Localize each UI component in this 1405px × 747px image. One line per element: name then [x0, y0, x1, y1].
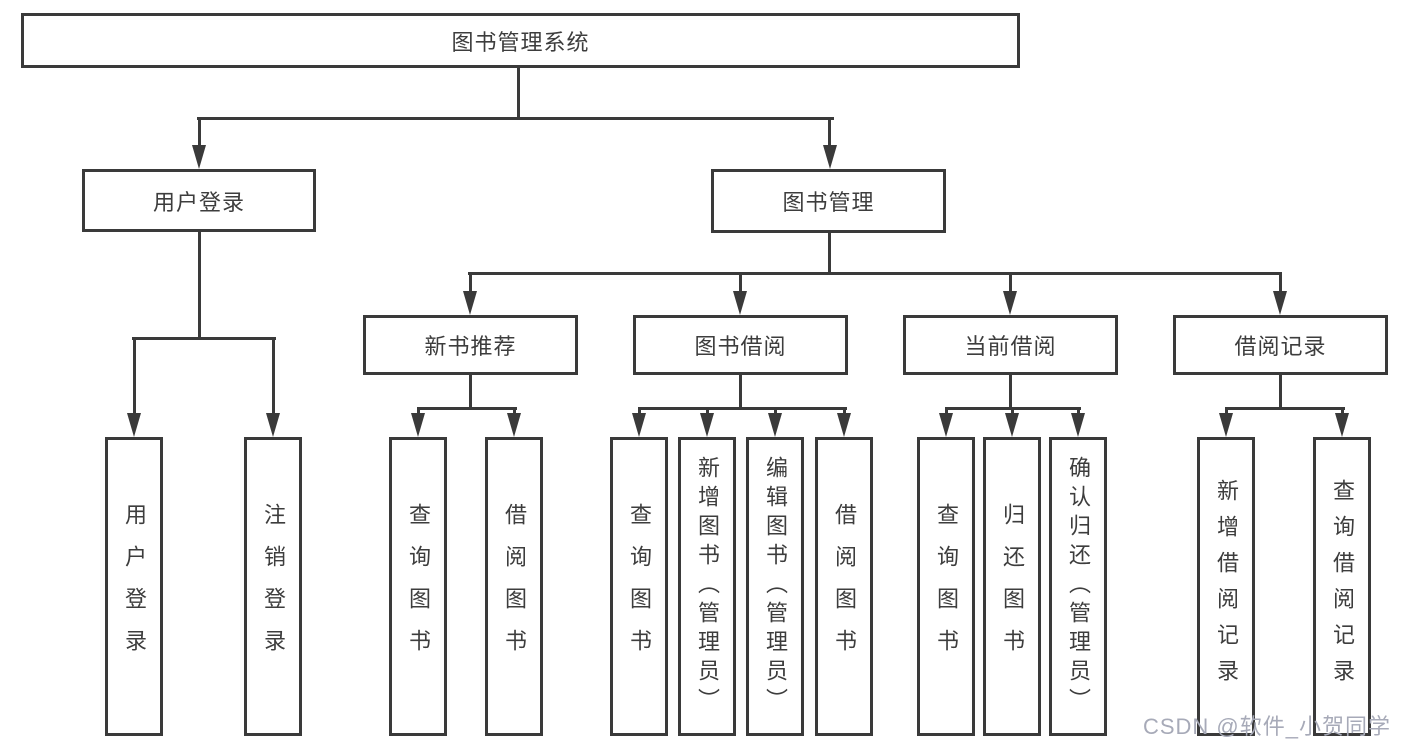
node-borrow-record: 借阅记录 — [1173, 315, 1388, 375]
node-current-borrow: 当前借阅 — [903, 315, 1118, 375]
leaf-bb-query-book: 查询图书 — [610, 437, 668, 736]
leaf-br-query-record-label: 查询借阅记录 — [1330, 478, 1355, 695]
connector-line — [1009, 375, 1012, 409]
leaf-cb-query-book: 查询图书 — [917, 437, 975, 736]
leaf-br-query-record: 查询借阅记录 — [1313, 437, 1371, 736]
connector-line — [739, 274, 742, 294]
leaf-cb-confirm-return-label: 确认归还（管理员） — [1066, 456, 1091, 717]
node-book-borrow-label: 图书借阅 — [694, 334, 787, 359]
arrowhead-icon — [1071, 413, 1085, 437]
node-book-management-label: 图书管理 — [782, 190, 875, 215]
arrowhead-icon — [463, 291, 477, 315]
arrowhead-icon — [1273, 291, 1287, 315]
leaf-cb-return-book-label: 归还图书 — [1000, 502, 1025, 671]
connector-line — [1009, 274, 1012, 294]
connector-line — [132, 337, 276, 340]
node-user-login: 用户登录 — [82, 169, 316, 232]
leaf-bb-borrow-book-label: 借阅图书 — [832, 502, 857, 671]
connector-line — [417, 407, 517, 410]
arrowhead-icon — [632, 413, 646, 437]
connector-line — [417, 409, 420, 415]
arrowhead-icon — [127, 413, 141, 437]
node-book-management: 图书管理 — [711, 169, 946, 233]
connector-line — [198, 232, 201, 339]
leaf-br-add-record: 新增借阅记录 — [1197, 437, 1255, 736]
connector-line — [1225, 409, 1228, 415]
connector-line — [469, 274, 472, 294]
arrowhead-icon — [192, 145, 206, 169]
leaf-nb-borrow-book-label: 借阅图书 — [502, 502, 527, 671]
connector-line — [133, 339, 136, 415]
leaf-cb-confirm-return: 确认归还（管理员） — [1049, 437, 1107, 736]
leaf-br-add-record-label: 新增借阅记录 — [1214, 478, 1239, 695]
connector-line — [1225, 407, 1345, 410]
node-root: 图书管理系统 — [21, 13, 1020, 68]
connector-line — [774, 409, 777, 415]
csdn-watermark: CSDN @软件_小贺同学 — [1142, 714, 1391, 739]
arrowhead-icon — [733, 291, 747, 315]
leaf-logout-label: 注销登录 — [261, 502, 286, 671]
arrowhead-icon — [768, 413, 782, 437]
leaf-bb-add-book: 新增图书（管理员） — [678, 437, 736, 736]
leaf-nb-query-book-label: 查询图书 — [406, 502, 431, 671]
connector-line — [706, 409, 709, 415]
connector-line — [945, 407, 1081, 410]
leaf-bb-edit-book: 编辑图书（管理员） — [746, 437, 804, 736]
connector-line — [517, 68, 520, 119]
leaf-bb-add-book-label: 新增图书（管理员） — [695, 456, 720, 717]
arrowhead-icon — [939, 413, 953, 437]
connector-line — [197, 117, 834, 120]
connector-line — [828, 233, 831, 274]
leaf-user-login-label: 用户登录 — [122, 502, 147, 671]
node-user-login-label: 用户登录 — [152, 189, 245, 215]
connector-line — [638, 409, 641, 415]
node-book-borrow: 图书借阅 — [633, 315, 848, 375]
leaf-cb-query-book-label: 查询图书 — [934, 502, 959, 671]
node-current-borrow-label: 当前借阅 — [964, 334, 1057, 359]
arrowhead-icon — [411, 413, 425, 437]
leaf-cb-return-book: 归还图书 — [983, 437, 1041, 736]
leaf-nb-borrow-book: 借阅图书 — [485, 437, 543, 736]
node-borrow-record-label: 借阅记录 — [1234, 334, 1327, 359]
arrowhead-icon — [266, 413, 280, 437]
node-new-book-recommend-label: 新书推荐 — [424, 334, 517, 359]
connector-line — [1011, 409, 1014, 415]
leaf-bb-query-book-label: 查询图书 — [627, 502, 652, 671]
arrowhead-icon — [700, 413, 714, 437]
leaf-bb-edit-book-label: 编辑图书（管理员） — [763, 456, 788, 717]
connector-line — [1279, 375, 1282, 409]
leaf-bb-borrow-book: 借阅图书 — [815, 437, 873, 736]
leaf-logout: 注销登录 — [244, 437, 302, 736]
connector-line — [945, 409, 948, 415]
connector-line — [843, 409, 846, 415]
leaf-nb-query-book: 查询图书 — [389, 437, 447, 736]
connector-line — [638, 407, 847, 410]
arrowhead-icon — [823, 145, 837, 169]
node-new-book-recommend: 新书推荐 — [363, 315, 578, 375]
connector-line — [469, 375, 472, 409]
connector-line — [468, 272, 1282, 275]
arrowhead-icon — [507, 413, 521, 437]
leaf-user-login: 用户登录 — [105, 437, 163, 736]
connector-line — [1279, 274, 1282, 294]
connector-line — [513, 409, 516, 415]
connector-line — [198, 119, 201, 147]
connector-line — [828, 119, 831, 147]
arrowhead-icon — [1219, 413, 1233, 437]
connector-line — [739, 375, 742, 409]
arrowhead-icon — [1335, 413, 1349, 437]
node-root-label: 图书管理系统 — [451, 29, 590, 55]
arrowhead-icon — [837, 413, 851, 437]
connector-line — [272, 339, 275, 415]
arrowhead-icon — [1005, 413, 1019, 437]
connector-line — [1341, 409, 1344, 415]
connector-line — [1077, 409, 1080, 415]
arrowhead-icon — [1003, 291, 1017, 315]
